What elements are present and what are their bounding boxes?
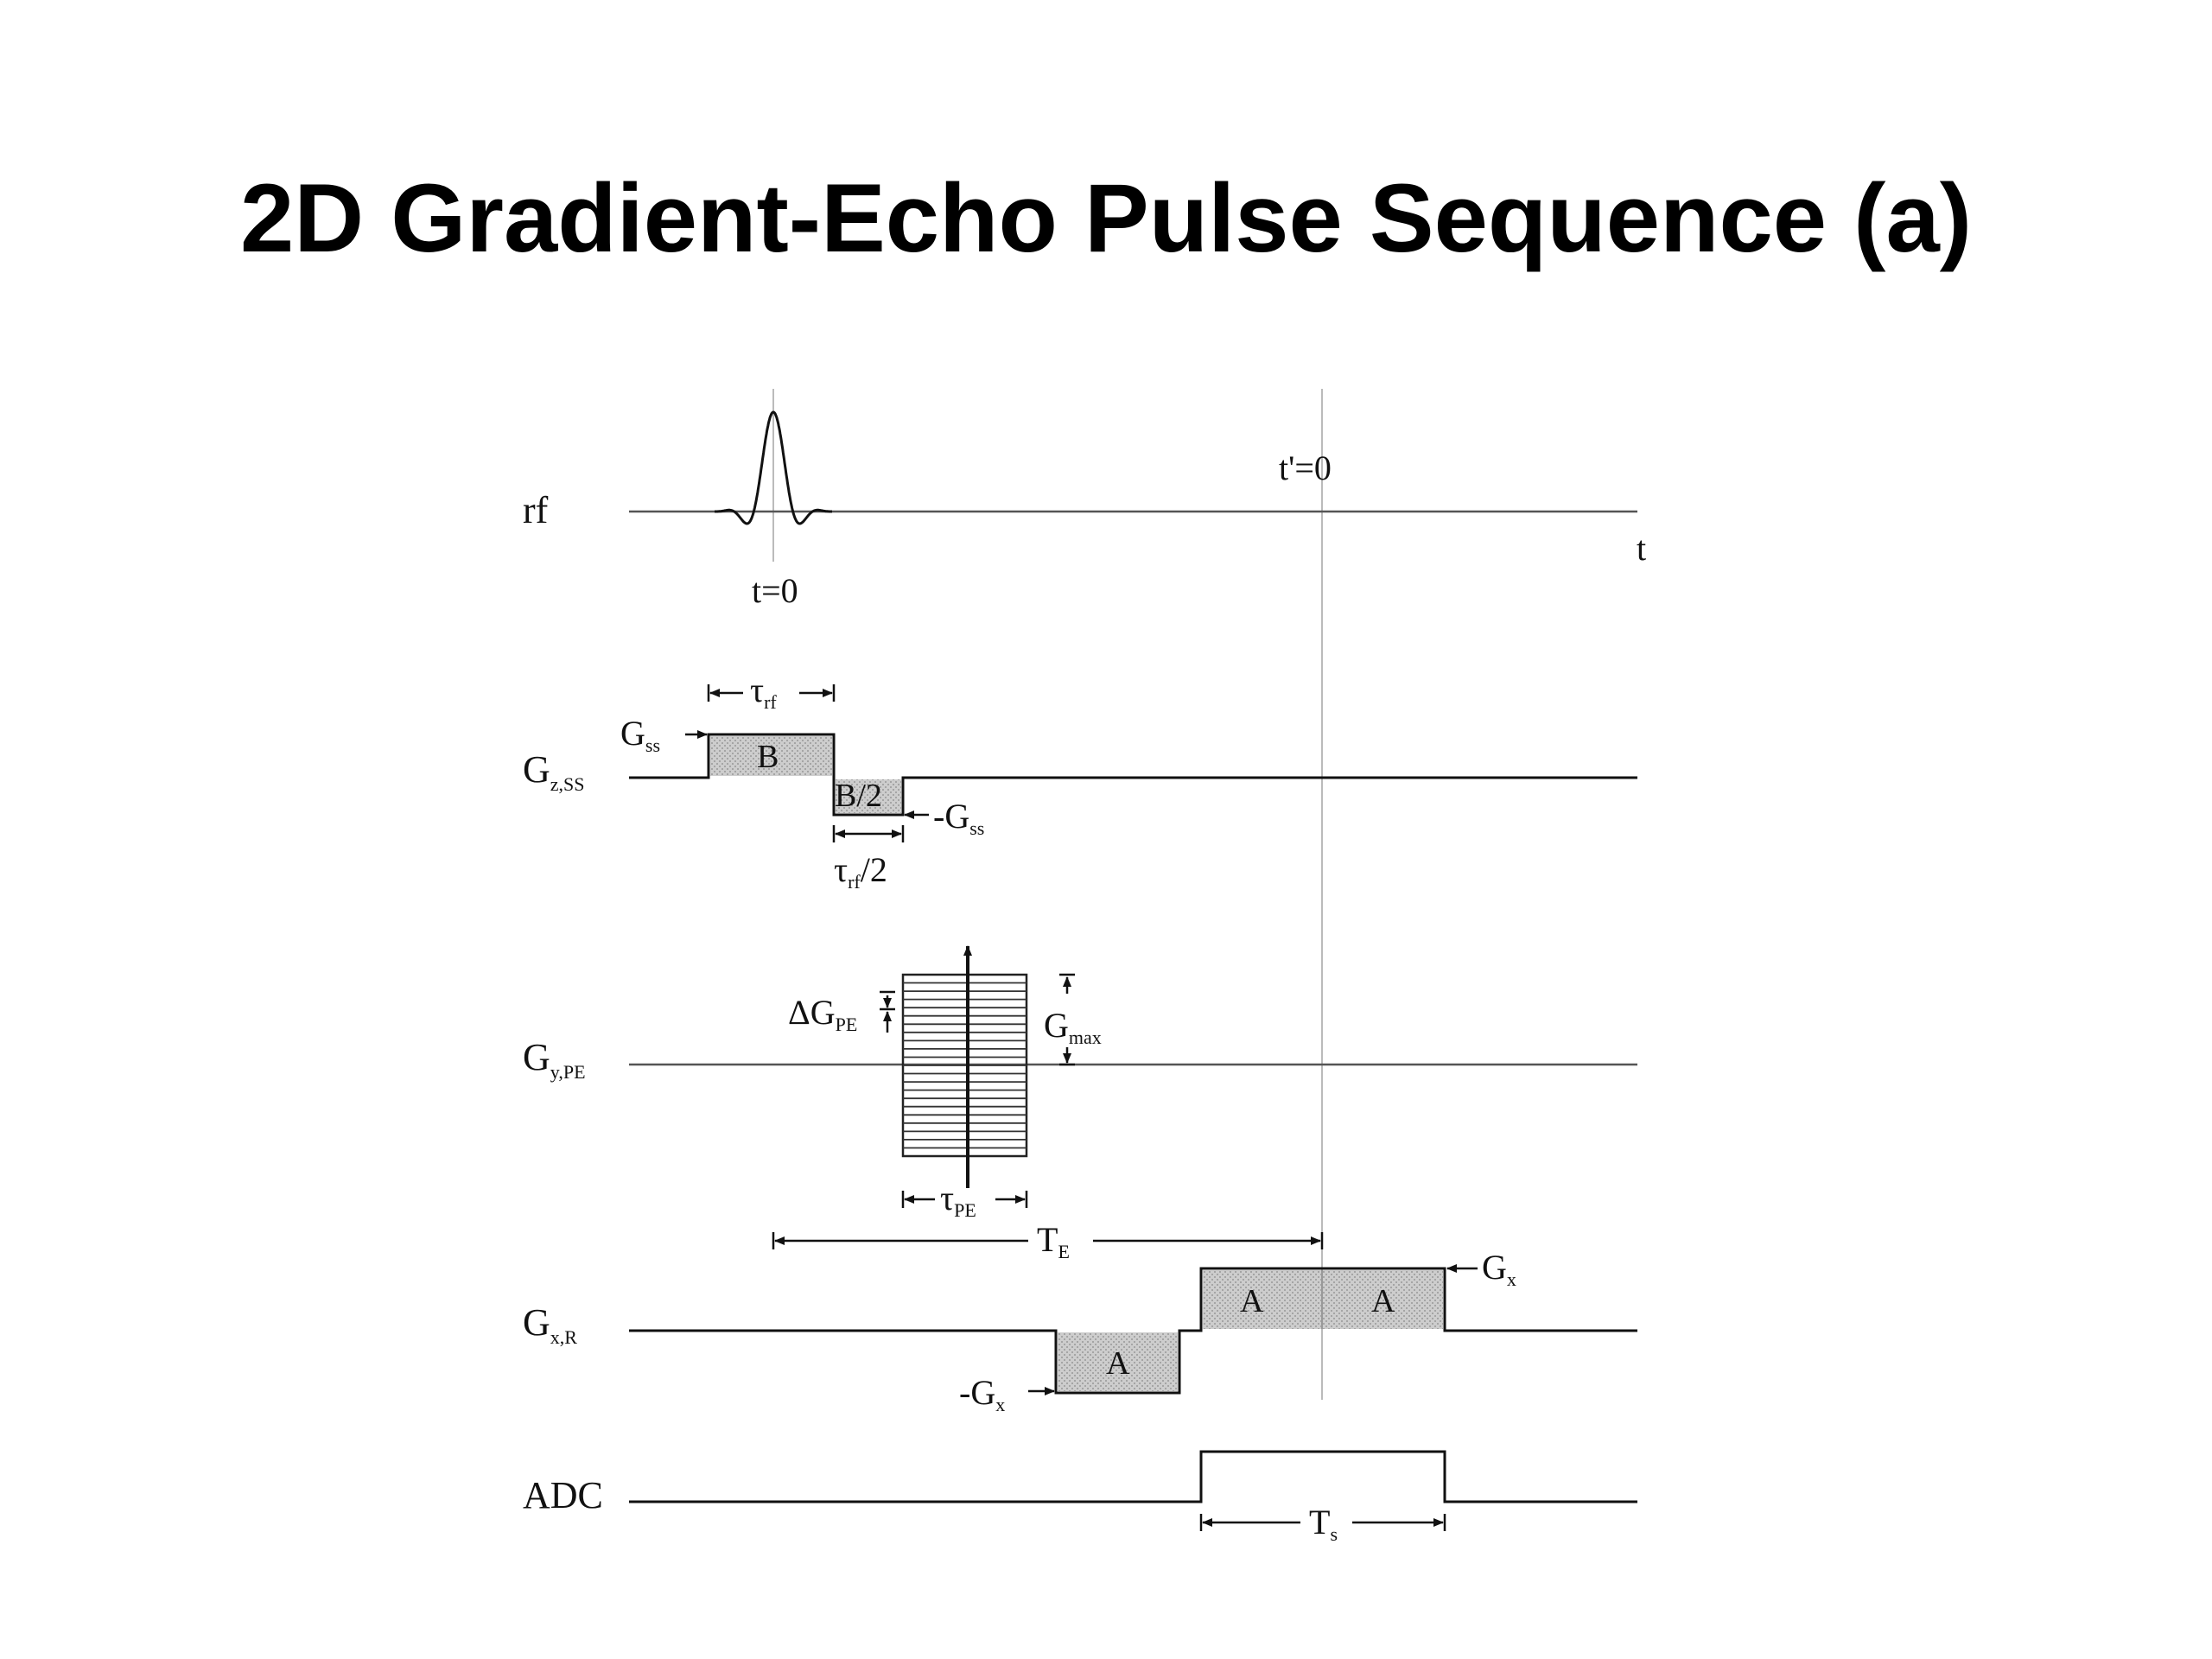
neg-g-x-label: -Gx — [959, 1373, 1005, 1415]
adc-waveform — [629, 1450, 1637, 1503]
tau-pe-label: τPE — [940, 1179, 976, 1221]
gx-dephase-lobe — [1058, 1332, 1178, 1391]
gy-row-label: Gy,PE — [523, 1036, 586, 1083]
g-max-label: Gmax — [1044, 1006, 1102, 1048]
t0-label: t=0 — [752, 571, 798, 610]
lobe-a-neg-label: A — [1106, 1345, 1130, 1382]
gz-lobe-b-half — [836, 779, 901, 813]
gx-waveform — [629, 1267, 1637, 1395]
lobe-b-half-label: B/2 — [835, 778, 882, 814]
slide-title: 2D Gradient-Echo Pulse Sequence (a) — [239, 164, 1973, 272]
lobe-a-2-label: A — [1371, 1283, 1395, 1319]
adc-row-label: ADC — [523, 1474, 603, 1516]
gz-row-label: Gz,SS — [523, 748, 585, 795]
t-s-label: Ts — [1309, 1503, 1338, 1545]
gz-lobe-b — [710, 736, 832, 776]
time-axis-label: t — [1637, 529, 1646, 568]
g-ss-label: Gss — [620, 714, 660, 756]
lobe-b-label: B — [757, 739, 779, 775]
tau-rf-label: τrf — [750, 671, 777, 713]
gz-waveform — [629, 733, 1637, 817]
rf-sinc-pulse — [715, 410, 832, 525]
gx-row-label: Gx,R — [523, 1301, 577, 1348]
t-e-label: TE — [1037, 1220, 1070, 1262]
phase-encode-table — [901, 973, 1028, 1158]
rf-row-label: rf — [523, 489, 549, 531]
neg-g-ss-label: -Gss — [933, 797, 984, 839]
tau-rf-half-label: τrf/2 — [834, 850, 887, 893]
lobe-a-1-label: A — [1240, 1283, 1264, 1319]
g-x-label: Gx — [1482, 1248, 1516, 1290]
delta-g-pe-label: ΔGPE — [788, 993, 857, 1035]
tprime0-label: t'=0 — [1279, 448, 1332, 487]
